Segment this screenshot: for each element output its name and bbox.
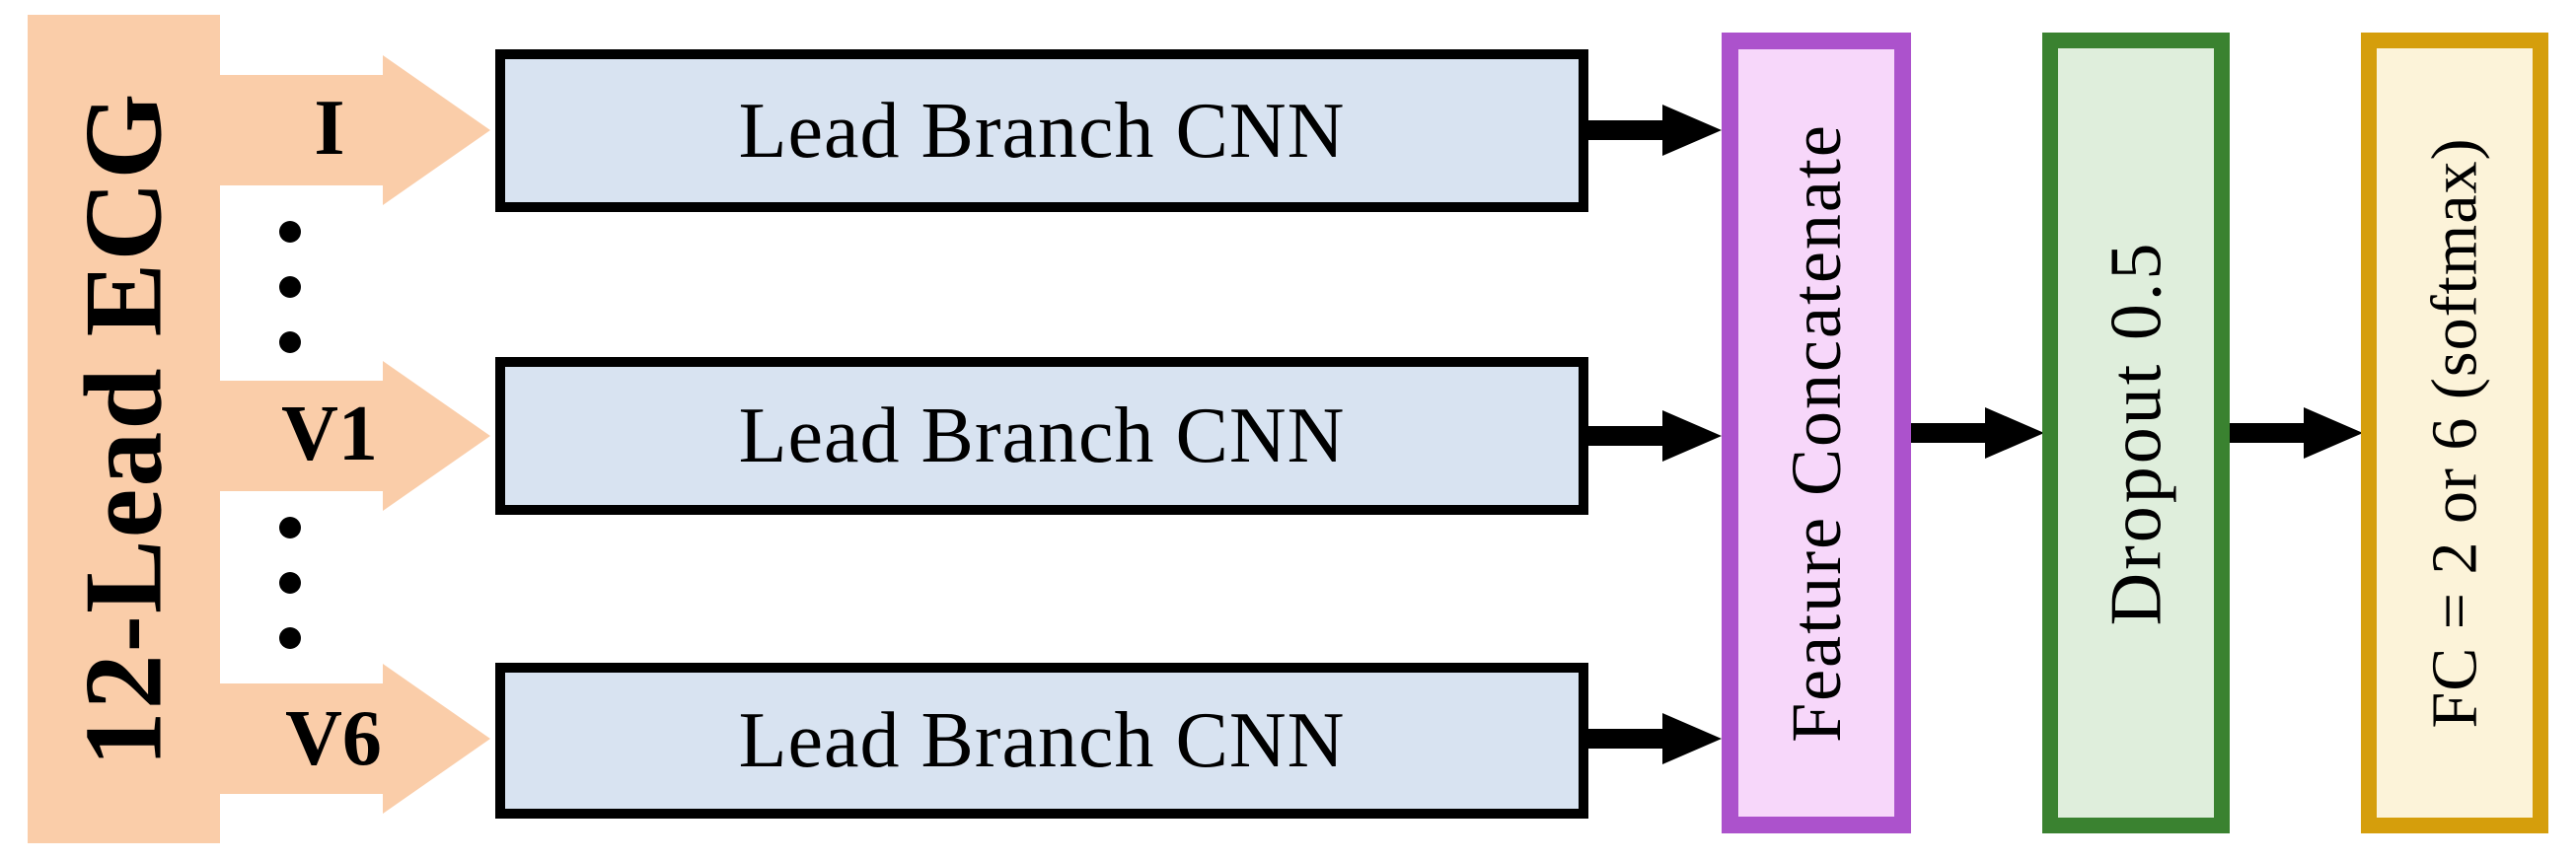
lead-label-v1: V1: [281, 391, 378, 477]
fc-softmax-label: FC = 2 or 6 (softmax): [2418, 137, 2491, 729]
lead-label-v6: V6: [285, 695, 382, 782]
input-ecg-label: 12-Lead ECG: [62, 91, 185, 767]
ellipsis-dot: [279, 517, 301, 538]
ellipsis-dot: [279, 221, 301, 243]
lead-arrow-icon-2: [220, 361, 490, 511]
input-ecg-box: 12-Lead ECG: [28, 15, 220, 843]
ellipsis-dot: [279, 627, 301, 649]
flow-arrow-icon-branch2: [1588, 410, 1722, 462]
ellipsis-dot: [279, 331, 301, 353]
branch-cnn-box-1: Lead Branch CNN: [495, 49, 1588, 212]
lead-arrow-icon-3: [220, 664, 490, 814]
feature-concatenate-label: Feature Concatenate: [1777, 123, 1856, 743]
dropout-box: Dropout 0.5: [2042, 33, 2230, 833]
flow-arrow-icon-branch1: [1588, 105, 1722, 156]
fc-softmax-box: FC = 2 or 6 (softmax): [2361, 33, 2548, 833]
branch-cnn-box-3: Lead Branch CNN: [495, 663, 1588, 819]
branch-cnn-label-1: Lead Branch CNN: [738, 87, 1346, 175]
flow-arrow-icon-concat-dropout: [1911, 407, 2044, 459]
ellipsis-dot: [279, 572, 301, 594]
branch-cnn-label-3: Lead Branch CNN: [738, 697, 1346, 784]
feature-concatenate-box: Feature Concatenate: [1722, 33, 1911, 833]
lead-arrow-icon-1: [220, 55, 490, 205]
dropout-label: Dropout 0.5: [2096, 240, 2176, 626]
branch-cnn-box-2: Lead Branch CNN: [495, 357, 1588, 515]
lead-label-i: I: [314, 85, 345, 172]
branch-cnn-label-2: Lead Branch CNN: [738, 393, 1346, 479]
flow-arrow-icon-dropout-fc: [2230, 407, 2363, 459]
flow-arrow-icon-branch3: [1588, 713, 1722, 764]
ellipsis-dot: [279, 276, 301, 298]
